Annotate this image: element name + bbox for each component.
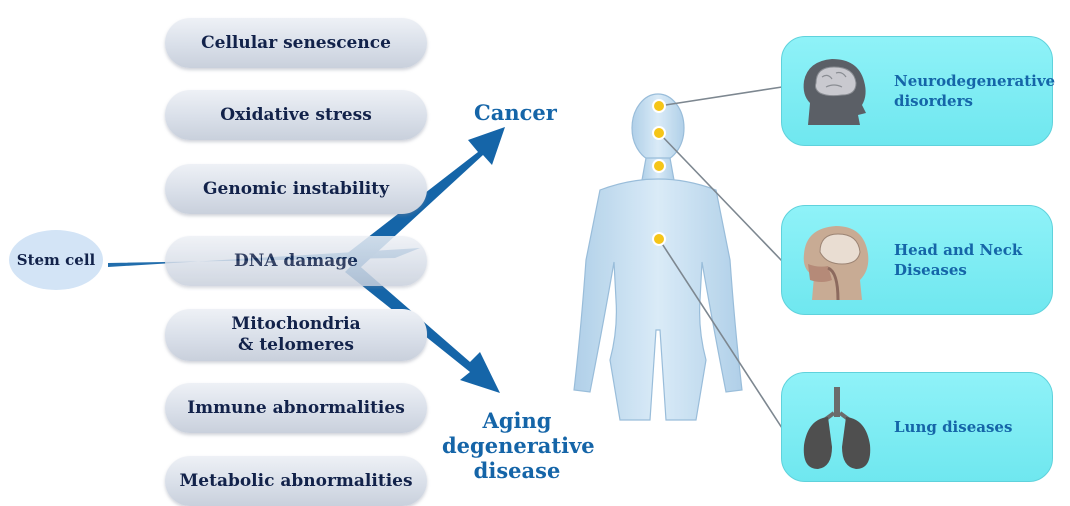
brain-head-icon [798,55,876,129]
factor-label: Mitochondria & telomeres [231,314,360,356]
disease-label: Neurodegenerative disorders [894,71,1055,111]
disease-label: Head and Neck Diseases [894,240,1022,280]
factor-pill-metabolic-abnormalities: Metabolic abnormalities [165,456,427,506]
marker-head-top [653,100,665,112]
aging-label: Aging degenerative disease [442,408,592,483]
factor-pill-immune-abnormalities: Immune abnormalities [165,383,427,433]
factor-label: Cellular senescence [201,33,391,54]
disease-card-head-neck: Head and Neck Diseases [781,205,1053,315]
factor-pill-cellular-senescence: Cellular senescence [165,18,427,68]
head-section-icon [798,220,876,302]
marker-throat [653,160,665,172]
factor-label: Immune abnormalities [187,398,405,419]
human-body-figure [574,94,742,420]
cancer-label: Cancer [474,100,557,125]
disease-card-neurodegenerative: Neurodegenerative disorders [781,36,1053,146]
factor-label: DNA damage [234,251,358,272]
factor-pill-dna-damage: DNA damage [165,236,427,286]
factor-pill-genomic-instability: Genomic instability [165,164,427,214]
factor-label: Oxidative stress [220,105,372,126]
marker-chest [653,233,665,245]
factor-pill-oxidative-stress: Oxidative stress [165,90,427,140]
stem-cell-node: Stem cell [9,230,103,290]
factor-pill-mitochondria-telomeres: Mitochondria & telomeres [165,309,427,361]
stem-cell-label: Stem cell [17,251,95,269]
lungs-icon [798,383,876,473]
disease-label: Lung diseases [894,417,1012,437]
marker-eyes [653,127,665,139]
factor-label: Genomic instability [203,179,389,200]
factor-label: Metabolic abnormalities [179,471,412,492]
disease-card-lung: Lung diseases [781,372,1053,482]
